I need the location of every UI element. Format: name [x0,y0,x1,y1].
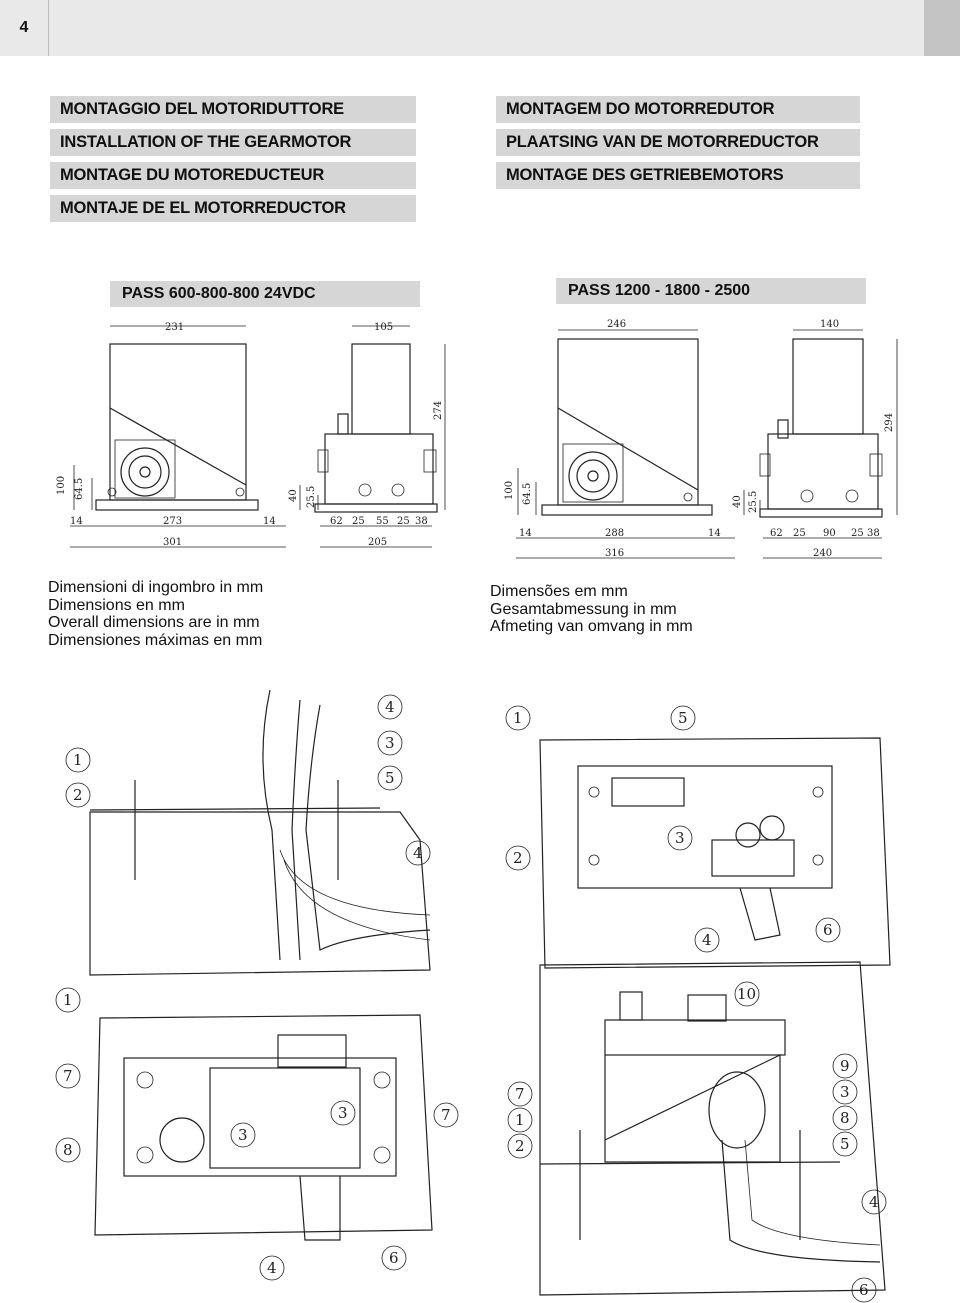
dim-h4-left: 25.5 [306,486,317,508]
callout-fig2-b: 5 [678,709,688,727]
callout-fig2-c: 3 [675,829,685,847]
dim-side-b-left: 25 [352,516,365,527]
callout-fig4-a: 10 [737,985,756,1003]
dim-side-a-right: 62 [770,528,783,539]
dim-side-d-left: 25 [397,516,410,527]
callout-fig2-e: 4 [702,931,712,949]
callout-fig3-f: 7 [441,1106,451,1124]
callout-fig4-c: 3 [840,1083,850,1101]
callout-fig4-g: 1 [515,1111,525,1129]
model-label-left: PASS 600-800-800 24VDC [110,281,420,307]
figure-base-plate-top: 1 5 3 2 4 6 [505,705,891,969]
callout-fig1-e: 2 [73,786,83,804]
figure-motor-base-top: 1 7 8 3 3 7 4 6 [55,987,459,1281]
dim-side-e-right: 38 [867,528,880,539]
figure-conduit-section: 4 3 5 1 2 4 [65,689,431,976]
dim-h2-right: 64.5 [522,483,533,505]
callout-fig1-c: 5 [385,769,395,787]
dim-note-es: Dimensiones máximas en mm [48,631,263,649]
callout-fig1-f: 4 [413,844,423,862]
dim-base-a-right: 14 [519,528,532,539]
heading-nl: PLAATSING VAN DE MOTORREDUCTOR [496,129,860,156]
callout-fig4-b: 9 [840,1057,850,1075]
callout-fig3-g: 4 [267,1259,277,1277]
dimension-lines-left: 231 105 274 100 64.5 40 25.5 14 273 14 3… [56,322,446,548]
callout-fig4-d: 8 [840,1109,850,1127]
callout-fig4-i: 4 [869,1193,879,1211]
dim-side-width-right: 140 [820,319,839,330]
callout-fig2-f: 6 [823,921,833,939]
callout-fig4-e: 5 [840,1135,850,1153]
dim-side-c-left: 55 [376,516,389,527]
dim-note-fr: Dimensions en mm [48,596,185,614]
dim-note-en: Overall dimensions are in mm [48,614,260,631]
dim-side-a-left: 62 [330,516,343,527]
dimension-notes-left: Dimensioni di ingombro in mm Dimensions … [48,579,263,649]
dim-base-a-left: 14 [70,516,83,527]
callout-fig3-a: 1 [63,991,73,1009]
dim-h3-right: 40 [732,495,743,508]
dim-base-c-left: 14 [263,516,276,527]
dim-side-d-right: 25 [851,528,864,539]
dim-h3-left: 40 [288,489,299,502]
callout-fig4-f: 7 [515,1085,525,1103]
dim-note-nl: Afmeting van omvang in mm [490,618,693,635]
dim-top-width-left: 231 [165,322,184,333]
gearmotor-front-view-left [95,343,259,511]
callout-fig3-e: 3 [238,1126,248,1144]
dim-side-total-left: 205 [368,537,387,548]
dim-side-e-left: 38 [415,516,428,527]
callout-fig1-b: 3 [385,734,395,752]
dim-side-c-right: 90 [823,528,836,539]
dim-base-b-right: 288 [605,528,624,539]
dim-side-total-right: 240 [813,548,832,559]
callout-fig3-b: 7 [63,1067,73,1085]
dim-height-right: 294 [884,413,895,432]
page-number: 4 [0,0,49,56]
dim-side-b-right: 25 [793,528,806,539]
callout-fig3-c: 8 [63,1141,73,1159]
dim-base-total-left: 301 [163,537,182,548]
figure-motor-mounted-section: 10 9 3 8 5 7 1 2 4 6 [507,961,887,1303]
callout-fig3-d: 3 [338,1104,348,1122]
gearmotor-front-view-right [541,338,713,516]
gearmotor-side-view-right [759,338,883,518]
dim-top-width-right: 246 [607,319,626,330]
dim-h1-right: 100 [504,481,515,500]
callout-fig1-a: 4 [385,698,395,716]
heading-pt: MONTAGEM DO MOTORREDUTOR [496,96,860,123]
callout-fig4-j: 6 [859,1281,869,1299]
callout-fig3-h: 6 [389,1249,399,1267]
model-label-right: PASS 1200 - 1800 - 2500 [556,278,866,304]
callout-fig4-h: 2 [515,1137,525,1155]
dim-note-pt: Dimensões em mm [490,583,628,600]
dim-h1-left: 100 [56,476,67,495]
dim-note-de: Gesamtabmessung in mm [490,600,677,618]
heading-it: MONTAGGIO DEL MOTORIDUTTORE [50,96,416,123]
dimension-lines-right: 246 140 294 100 64.5 40 25.5 14 288 14 3… [504,319,898,559]
dim-base-c-right: 14 [708,528,721,539]
callout-fig2-d: 2 [513,849,523,867]
dim-base-b-left: 273 [163,516,182,527]
dim-side-width-left: 105 [374,322,393,333]
heading-de: MONTAGE DES GETRIEBEMOTORS [496,162,860,189]
dim-h2-left: 64.5 [74,478,85,500]
heading-en: INSTALLATION OF THE GEARMOTOR [50,129,416,156]
dimension-notes-right: Dimensões em mm Gesamtabmessung in mm Af… [490,583,693,636]
dim-note-it: Dimensioni di ingombro in mm [48,579,264,596]
page-edge-tab [924,0,960,56]
heading-es: MONTAJE DE EL MOTORREDUCTOR [50,195,416,222]
dim-base-total-right: 316 [605,548,624,559]
gearmotor-side-view-left [314,343,438,513]
callout-fig1-d: 1 [73,751,83,769]
heading-fr: MONTAGE DU MOTOREDUCTEUR [50,162,416,189]
callout-fig2-a: 1 [513,709,523,727]
dim-h4-right: 25.5 [748,491,759,513]
page-header-bar: 4 [0,0,960,56]
dim-height-left: 274 [433,401,444,420]
